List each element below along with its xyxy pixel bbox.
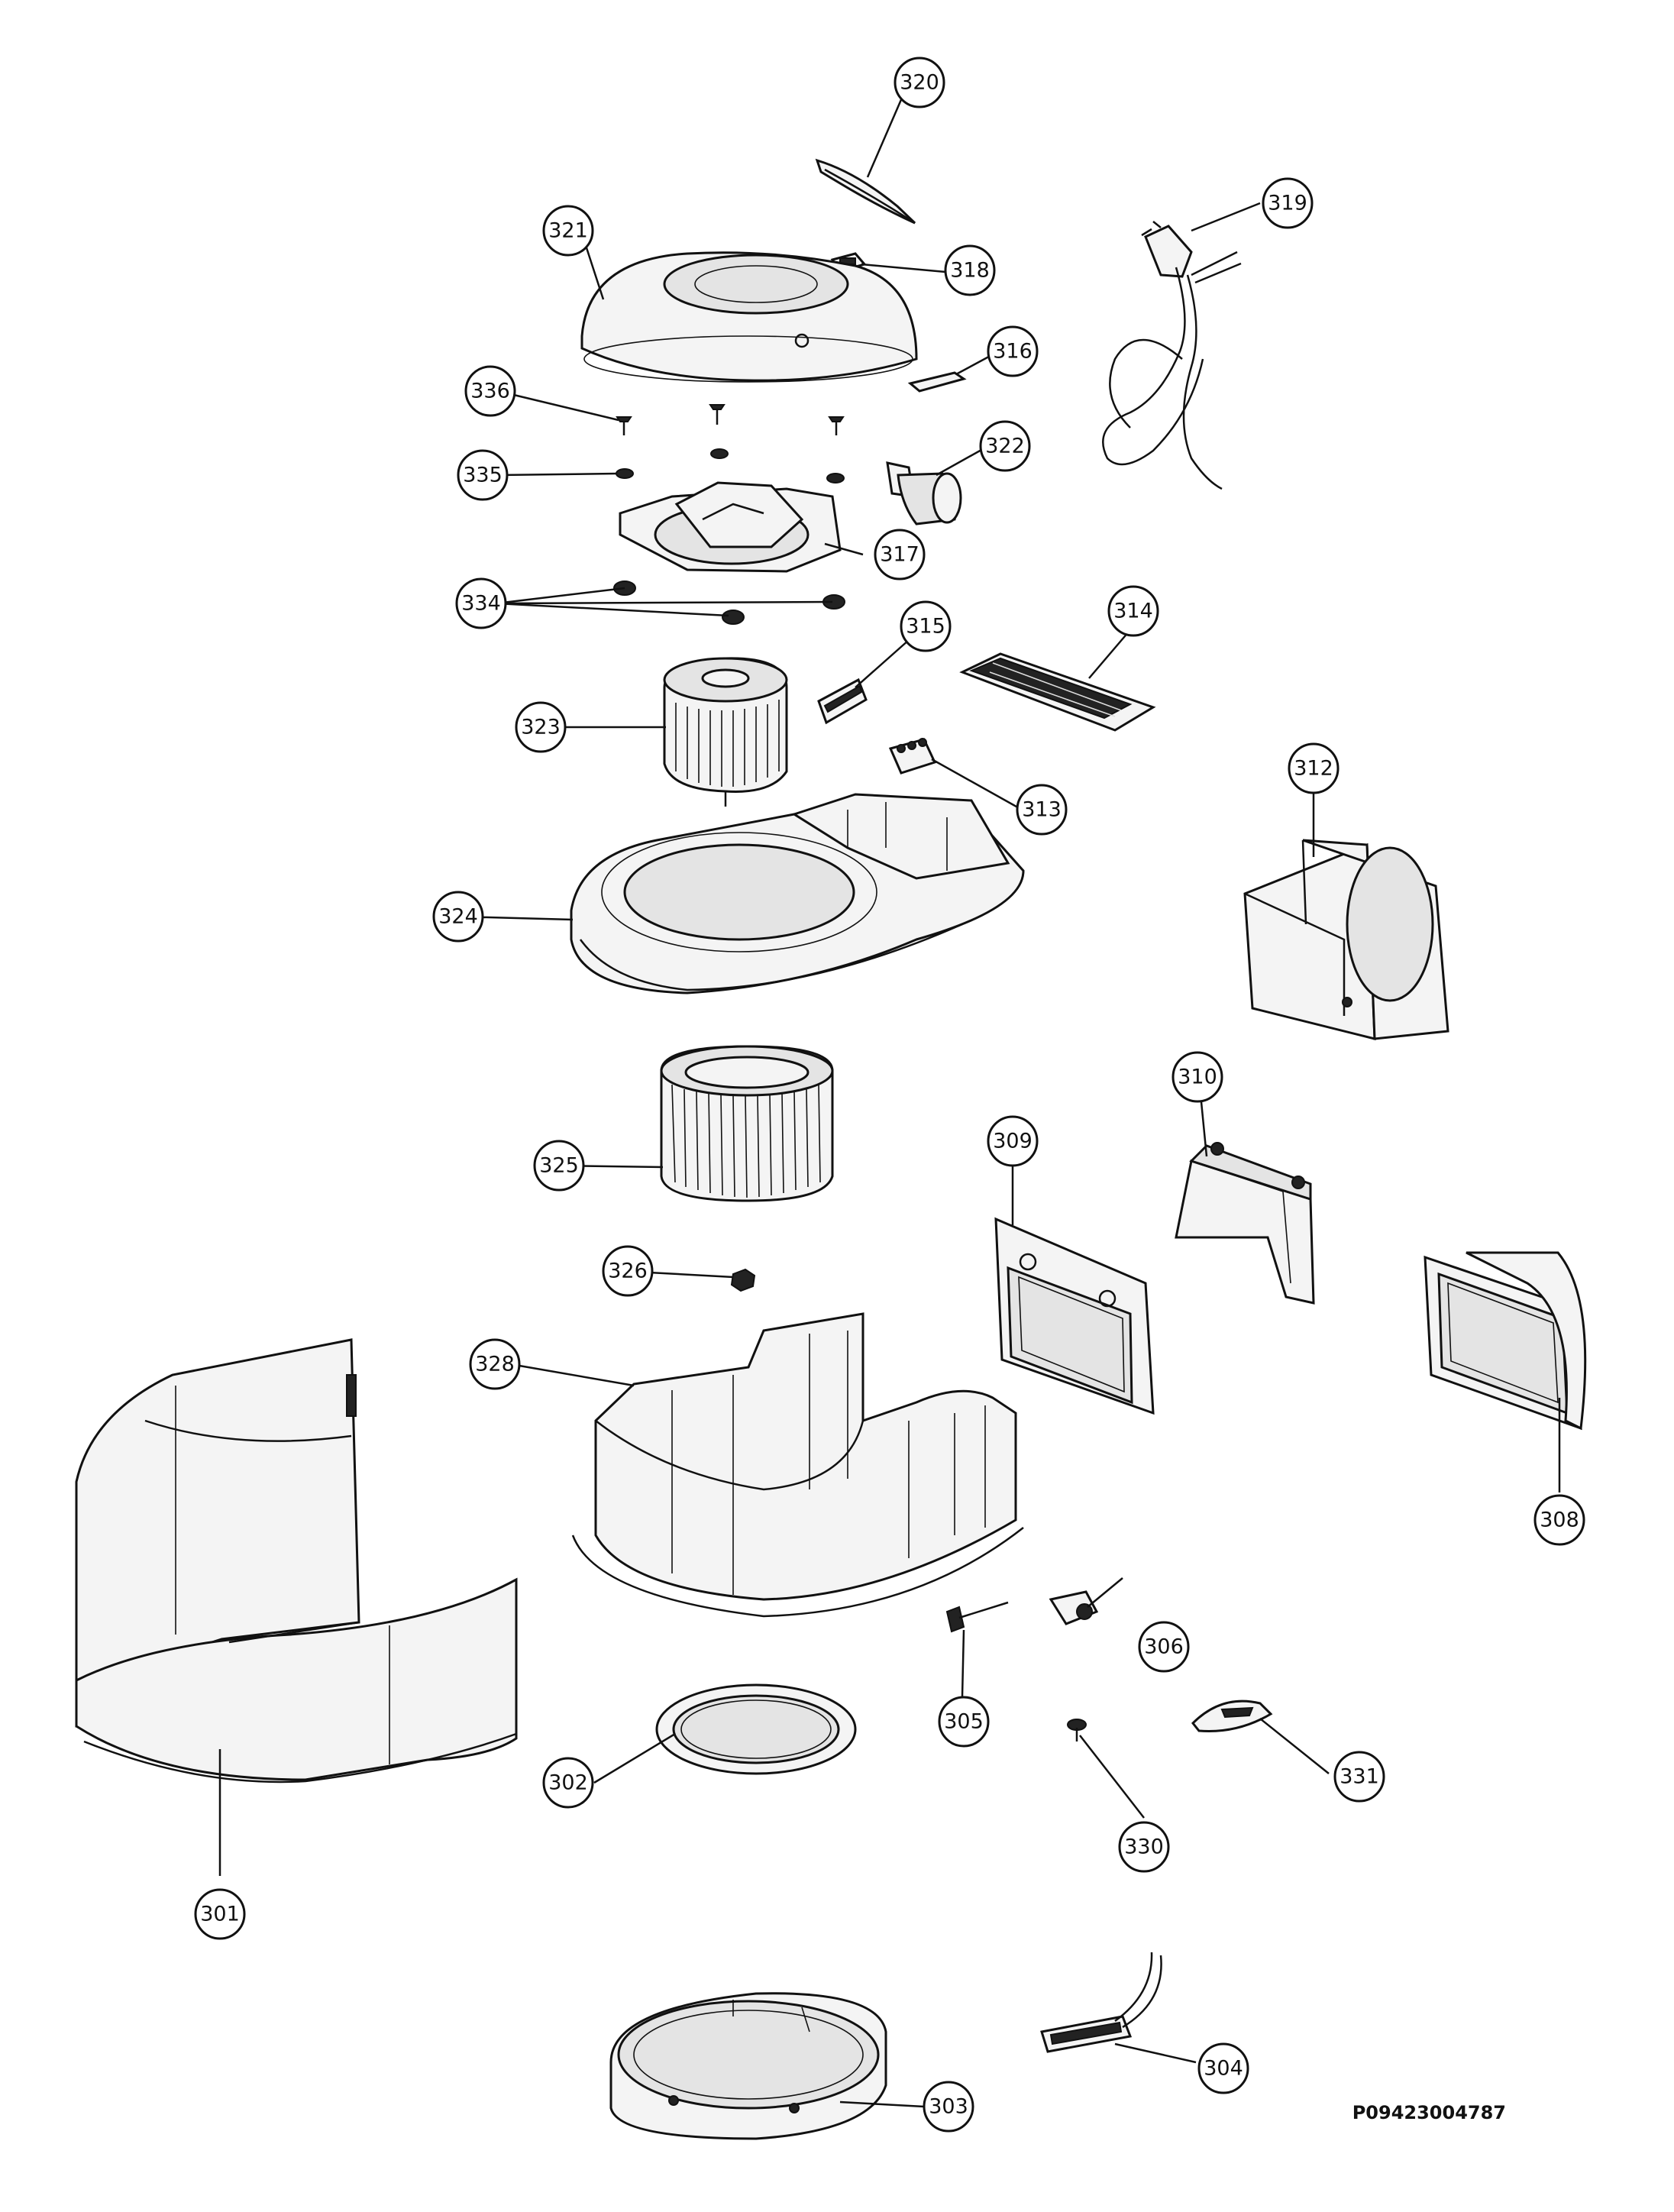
part-325-drawing (660, 1045, 834, 1202)
part-number-label: 326 (608, 1260, 648, 1283)
part-309-drawing (994, 1217, 1155, 1415)
part-number-label: 302 (548, 1771, 588, 1795)
callout-309: 309 (987, 1115, 1039, 1167)
part-301-drawing (75, 1338, 518, 1784)
callout-319: 319 (1262, 177, 1314, 229)
callout-331: 331 (1333, 1751, 1385, 1803)
callout-308: 308 (1533, 1494, 1585, 1546)
part-336-drawing (616, 404, 845, 435)
callout-314: 314 (1107, 585, 1159, 637)
callout-330: 330 (1118, 1821, 1170, 1873)
part-328-drawing (571, 1312, 1024, 1618)
callout-320: 320 (894, 57, 945, 108)
part-number-label: 315 (906, 615, 945, 639)
part-number-label: 330 (1124, 1835, 1164, 1859)
part-330-drawing (1067, 1719, 1087, 1741)
drawing-code: P09423004787 (1352, 2102, 1506, 2123)
callout-316: 316 (987, 325, 1039, 377)
callout-326: 326 (602, 1245, 654, 1297)
callout-328: 328 (469, 1338, 521, 1390)
part-308-drawing (1424, 1251, 1587, 1431)
part-number-label: 334 (461, 592, 501, 616)
callout-313: 313 (1016, 784, 1068, 836)
callout-317: 317 (874, 529, 926, 580)
part-320-drawing (815, 158, 916, 225)
callout-304: 304 (1197, 2042, 1249, 2094)
callout-321: 321 (542, 205, 594, 257)
part-number-label: 328 (475, 1353, 515, 1376)
part-312-drawing (1243, 839, 1449, 1040)
part-number-label: 317 (880, 543, 919, 567)
callout-334: 334 (455, 577, 507, 629)
part-number-label: 323 (521, 716, 561, 739)
callout-324: 324 (432, 891, 484, 943)
part-number-label: 314 (1113, 600, 1153, 623)
part-310-drawing (1175, 1142, 1315, 1305)
callout-323: 323 (515, 701, 567, 753)
part-304-drawing (1040, 1952, 1162, 2053)
callout-302: 302 (542, 1757, 594, 1809)
part-number-label: 316 (993, 340, 1033, 364)
part-323-drawing (663, 657, 788, 807)
part-number-label: 304 (1204, 2057, 1243, 2081)
part-number-label: 310 (1178, 1066, 1217, 1089)
part-number-label: 325 (539, 1154, 579, 1178)
callout-318: 318 (944, 244, 996, 296)
part-319-drawing (1102, 221, 1242, 490)
part-number-label: 324 (438, 905, 478, 929)
callout-315: 315 (900, 600, 952, 652)
part-number-label: 331 (1340, 1765, 1379, 1789)
part-number-label: 318 (950, 259, 990, 283)
part-316-drawing (907, 371, 967, 393)
callout-335: 335 (457, 449, 509, 501)
part-321-drawing (580, 251, 918, 383)
part-324-drawing (570, 793, 1025, 994)
part-322-drawing (886, 461, 962, 526)
part-number-label: 313 (1022, 798, 1062, 822)
part-326-drawing (730, 1268, 756, 1292)
callout-306: 306 (1138, 1621, 1190, 1673)
leader-lines (218, 85, 1561, 2108)
part-335-drawing (616, 448, 845, 483)
callout-305: 305 (938, 1696, 990, 1748)
callout-310: 310 (1171, 1051, 1223, 1103)
part-number-label: 335 (463, 464, 503, 487)
callout-303: 303 (923, 2081, 974, 2133)
part-number-label: 306 (1144, 1635, 1184, 1659)
callout-301: 301 (194, 1888, 246, 1940)
part-number-label: 319 (1268, 192, 1307, 215)
callout-312: 312 (1288, 742, 1340, 794)
part-313-drawing (888, 738, 937, 775)
callout-322: 322 (979, 420, 1031, 472)
part-331-drawing (1191, 1699, 1273, 1732)
part-number-label: 322 (985, 435, 1025, 458)
part-315-drawing (817, 678, 868, 725)
part-number-label: 305 (944, 1710, 984, 1734)
callout-336: 336 (464, 365, 516, 417)
part-317-drawing (619, 481, 842, 573)
part-302-drawing (655, 1683, 857, 1775)
part-number-label: 336 (470, 380, 510, 403)
part-number-label: 312 (1294, 757, 1333, 781)
part-number-label: 303 (929, 2095, 968, 2119)
part-number-label: 301 (200, 1903, 240, 1926)
part-314-drawing (959, 652, 1156, 732)
part-number-label: 308 (1540, 1509, 1579, 1532)
callout-325: 325 (533, 1140, 585, 1192)
part-number-label: 321 (548, 219, 588, 243)
part-303-drawing (609, 1992, 887, 2140)
part-number-label: 320 (900, 71, 939, 95)
part-306-drawing (1049, 1590, 1099, 1625)
part-number-label: 309 (993, 1130, 1033, 1153)
part-305-drawing (945, 1601, 1009, 1633)
